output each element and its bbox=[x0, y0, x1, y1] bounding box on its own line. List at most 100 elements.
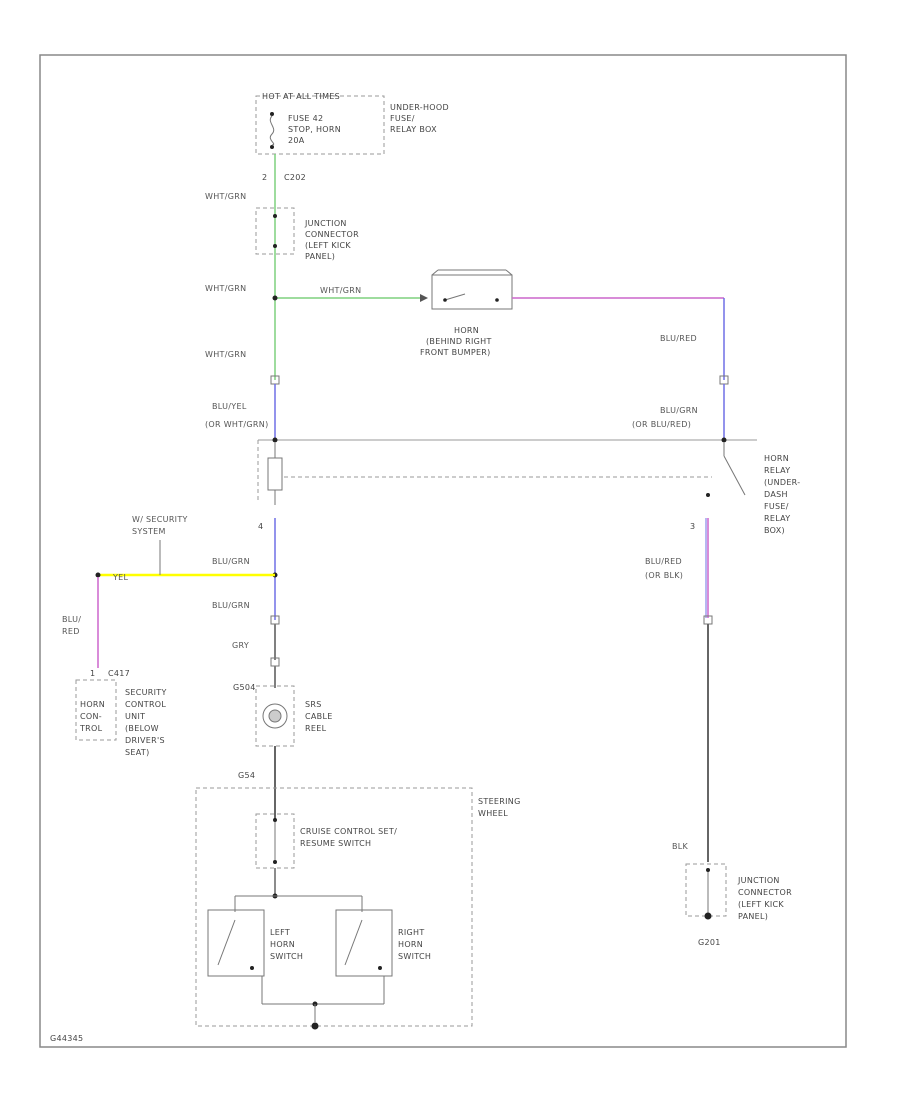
cruise-pin-2 bbox=[273, 860, 277, 864]
left-horn-switch-arm bbox=[217, 919, 236, 966]
wire-label-blu-grn-right-alt: (OR BLU/RED) bbox=[632, 420, 691, 429]
junction-top-label-2: CONNECTOR bbox=[305, 230, 359, 239]
junction-bottom-label-4: PANEL) bbox=[738, 912, 768, 921]
junction-bottom-label-2: CONNECTOR bbox=[738, 888, 792, 897]
fuse-box-label-3: RELAY BOX bbox=[390, 125, 437, 134]
right-horn-switch-box bbox=[335, 909, 393, 977]
junction-connector-bottom: JUNCTION CONNECTOR (LEFT KICK PANEL) bbox=[685, 863, 792, 921]
wire-label-blk: BLK bbox=[672, 842, 689, 851]
wire-label-blu-red-left-1: BLU/ bbox=[62, 615, 81, 624]
right-horn-label-2: HORN bbox=[398, 940, 423, 949]
cruise-label-1: CRUISE CONTROL SET/ bbox=[300, 827, 397, 836]
wire-label-blu-red: BLU/RED bbox=[660, 334, 697, 343]
security-unit-outline bbox=[75, 679, 117, 741]
security-horn-label-3: TROL bbox=[79, 724, 103, 733]
security-label-4: (BELOW bbox=[125, 724, 159, 733]
cable-reel-label-1: SRS bbox=[305, 700, 322, 709]
horn-body-edge-right bbox=[505, 269, 513, 276]
horn-label-1: HORN bbox=[454, 326, 479, 335]
wire-label-blu-red-relay: BLU/RED bbox=[645, 557, 682, 566]
left-horn-label-2: HORN bbox=[270, 940, 295, 949]
fuse-box-label-2: FUSE/ bbox=[390, 114, 415, 123]
security-label-1: SECURITY bbox=[125, 688, 167, 697]
left-horn-switch-contact bbox=[250, 966, 254, 970]
horn-switch-contact bbox=[444, 293, 466, 301]
cruise-label-2: RESUME SWITCH bbox=[300, 839, 371, 848]
fuse-label-1: FUSE 42 bbox=[288, 114, 323, 123]
relay-label-4: DASH bbox=[764, 490, 788, 499]
security-horn-label-2: CON- bbox=[80, 712, 102, 721]
relay-label-2: RELAY bbox=[764, 466, 791, 475]
security-label-6: SEAT) bbox=[125, 748, 150, 757]
relay-pin-left: 4 bbox=[258, 522, 263, 531]
steering-wheel: STEERING WHEEL CRUISE CONTROL SET/ RESUM… bbox=[195, 787, 521, 1030]
cable-reel-label-2: CABLE bbox=[305, 712, 333, 721]
security-system-label-1: W/ SECURITY bbox=[132, 515, 188, 524]
wire-label-blu-red-left-2: RED bbox=[62, 627, 80, 636]
cable-reel-label-3: REEL bbox=[305, 724, 327, 733]
horn-arrow-icon bbox=[420, 294, 428, 302]
security-pin: 1 bbox=[90, 669, 95, 678]
security-horn-label-1: HORN bbox=[80, 700, 105, 709]
junction-top-pin-2 bbox=[273, 244, 277, 248]
horn-body bbox=[431, 274, 513, 310]
steering-label-1: STEERING bbox=[478, 797, 521, 806]
junction-top-pin-1 bbox=[273, 214, 277, 218]
horn-contact-dot-2 bbox=[495, 298, 499, 302]
cable-reel-hub bbox=[268, 709, 282, 723]
relay-label-5: FUSE/ bbox=[764, 502, 789, 511]
relay-switch-arm bbox=[723, 455, 746, 496]
left-horn-label-3: SWITCH bbox=[270, 952, 303, 961]
wire-label-wht-grn-2: WHT/GRN bbox=[205, 284, 246, 293]
hot-at-all-times-label: HOT AT ALL TIMES bbox=[262, 92, 340, 101]
c202-label: C202 bbox=[284, 173, 306, 182]
junction-top-label-3: (LEFT KICK bbox=[305, 241, 351, 250]
wire-label-wht-grn-3: WHT/GRN bbox=[205, 350, 246, 359]
wire-label-blu-grn-2: BLU/GRN bbox=[212, 601, 250, 610]
horn-label-2: (BEHIND RIGHT bbox=[426, 337, 492, 346]
cruise-switch-outline bbox=[255, 813, 295, 869]
junction-top-label-4: PANEL) bbox=[305, 252, 335, 261]
horn-label-3: FRONT BUMPER) bbox=[420, 348, 491, 357]
right-horn-label-3: SWITCH bbox=[398, 952, 431, 961]
cruise-pin-1 bbox=[273, 818, 277, 822]
security-conn: C417 bbox=[108, 669, 130, 678]
steering-wheel-outline bbox=[195, 787, 473, 1027]
junction-bottom-label-1: JUNCTION bbox=[737, 876, 780, 885]
srs-cable-reel: SRS CABLE REEL bbox=[255, 685, 333, 747]
fuse-box-outline bbox=[255, 95, 385, 155]
fuse-box-label-1: UNDER-HOOD bbox=[390, 103, 449, 112]
right-horn-label-1: RIGHT bbox=[398, 928, 425, 937]
relay-terminal-right bbox=[721, 437, 727, 443]
security-label-2: CONTROL bbox=[125, 700, 166, 709]
c202-pin: 2 bbox=[262, 173, 267, 182]
splice-dot-yel bbox=[95, 572, 101, 578]
relay-pin-right: 3 bbox=[690, 522, 695, 531]
relay-label-6: RELAY bbox=[764, 514, 791, 523]
wire-label-blu-yel-alt: (OR WHT/GRN) bbox=[205, 420, 269, 429]
fuse-terminal-bottom bbox=[270, 145, 274, 149]
security-label-3: UNIT bbox=[125, 712, 145, 721]
fuse-label-2: STOP, HORN bbox=[288, 125, 341, 134]
horn-relay: HORN RELAY (UNDER- DASH FUSE/ RELAY BOX) bbox=[257, 437, 800, 535]
wire-label-blu-grn-1: BLU/GRN bbox=[212, 557, 250, 566]
relay-label-7: BOX) bbox=[764, 526, 785, 535]
splice-dot-horn bbox=[272, 295, 278, 301]
wire-label-gry: GRY bbox=[232, 641, 249, 650]
relay-terminal-left bbox=[272, 437, 278, 443]
junction-bottom-outline bbox=[685, 863, 727, 917]
wire-label-blu-red-relay-alt: (OR BLK) bbox=[645, 571, 683, 580]
horn-contact-dot bbox=[443, 298, 447, 302]
right-horn-switch-contact bbox=[378, 966, 382, 970]
right-horn-switch-arm bbox=[344, 919, 363, 966]
diagram-id: G44345 bbox=[50, 1034, 83, 1043]
diagram-border bbox=[39, 54, 847, 1048]
horn: HORN (BEHIND RIGHT FRONT BUMPER) bbox=[420, 269, 513, 357]
relay-coil-icon bbox=[267, 443, 283, 505]
wire-label-yel: YEL bbox=[112, 573, 129, 582]
junction-bottom-pin-1 bbox=[706, 868, 710, 872]
ground-icon bbox=[311, 1022, 319, 1030]
junction-connector-top: JUNCTION CONNECTOR (LEFT KICK PANEL) bbox=[255, 207, 359, 261]
horn-body-edge-left bbox=[431, 269, 439, 276]
